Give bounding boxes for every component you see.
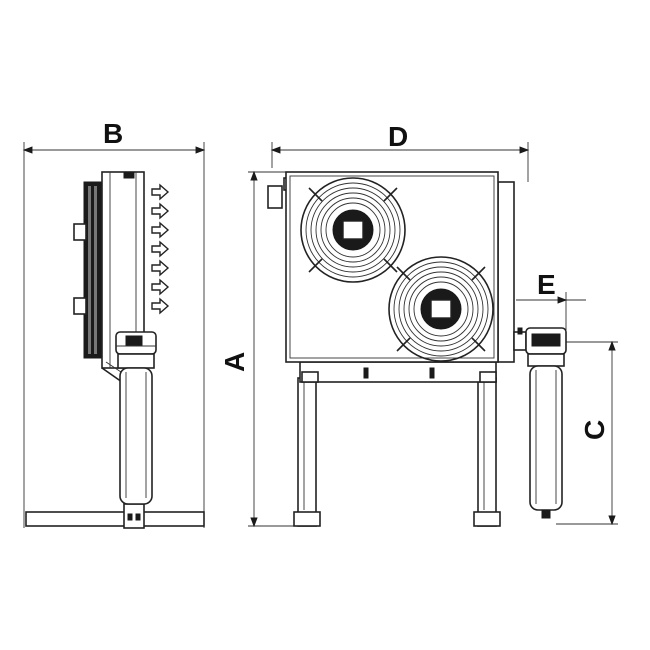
dimension-lines	[22, 142, 618, 528]
side-foot-bracket	[123, 503, 145, 529]
dimension-b-label: B	[103, 118, 123, 149]
front-side-header	[497, 181, 515, 363]
side-fan-guard	[83, 181, 103, 359]
front-leg-right	[477, 377, 497, 527]
front-leg-left	[297, 377, 317, 527]
fan-2	[388, 256, 494, 362]
side-filter-bowl	[119, 367, 153, 505]
side-view	[25, 171, 205, 529]
dimension-d-label: D	[388, 121, 408, 152]
front-view	[267, 171, 515, 527]
front-frame-bar	[299, 361, 497, 383]
filter-bowl	[529, 365, 563, 511]
side-base-foot	[25, 511, 205, 527]
fan-1	[300, 177, 406, 283]
dimension-e-label: E	[537, 269, 556, 300]
dimension-a-label: A	[219, 352, 250, 372]
airflow-arrows	[151, 183, 170, 315]
front-filter	[513, 327, 567, 519]
dimension-c-label: C	[579, 420, 610, 440]
